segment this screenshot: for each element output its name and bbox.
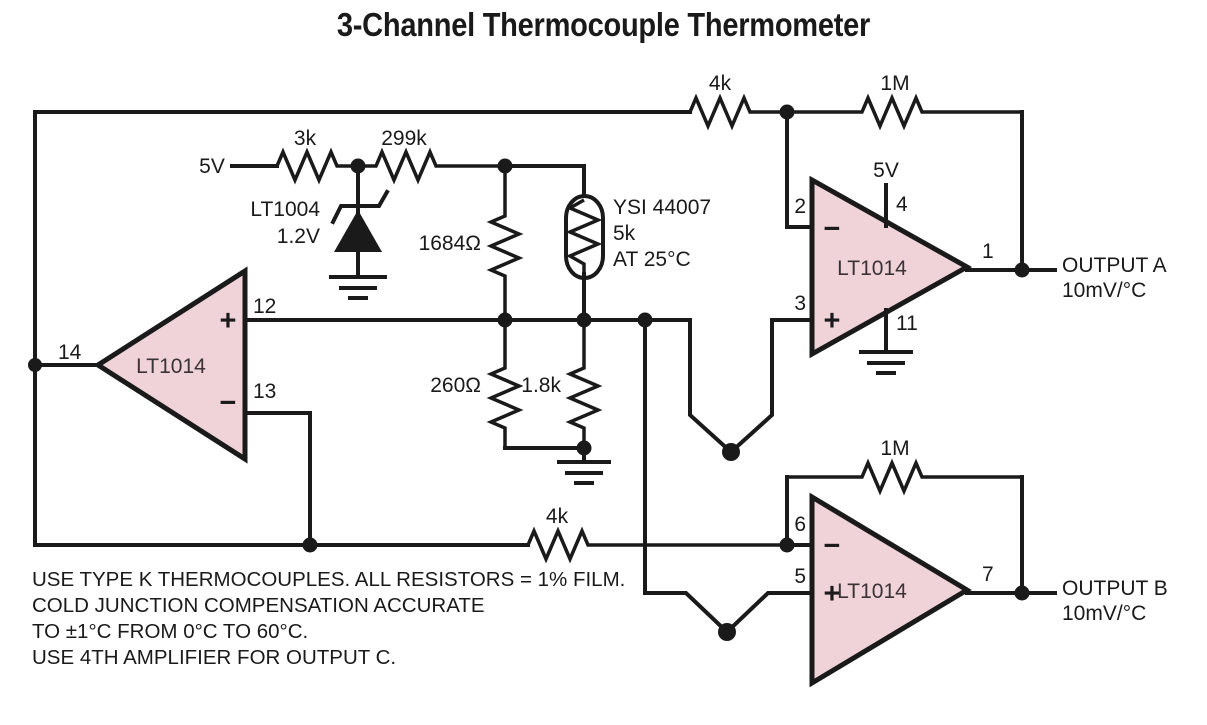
amp-cold-junction: LT1014 14 + 12 − 13 <box>58 266 276 464</box>
label-lt1004-voltage: 1.2V <box>277 225 320 248</box>
amp-channel-b: LT1014 − 6 + 5 7 OUTPUT B 10mV/°C <box>794 492 1168 688</box>
amp-channel-b-pin-7: 7 <box>982 563 994 586</box>
label-ysi-part: YSI 44007 <box>613 196 711 219</box>
node-pin14 <box>28 358 42 372</box>
label-output-a-name: OUTPUT A <box>1062 254 1167 277</box>
thermocouple-b <box>643 591 814 641</box>
amp-cold-junction-plus-sign: + <box>220 305 237 337</box>
note-line-4: USE 4TH AMPLIFIER FOR OUTPUT C. <box>32 646 396 669</box>
resistor-260-symbol <box>486 320 524 448</box>
resistor-1p8k-symbol <box>565 320 603 448</box>
resistor-4k-top-symbol <box>688 93 787 131</box>
label-r-3k: 3k <box>294 127 317 150</box>
label-ysi-value: 5k <box>613 222 636 245</box>
amp-cold-junction-pin-13: 13 <box>253 380 276 403</box>
amp-channel-b-label: LT1014 <box>837 580 907 603</box>
label-output-b-scale: 10mV/°C <box>1062 602 1146 625</box>
resistor-1m-bot-symbol <box>787 458 1022 496</box>
zener-bar <box>330 189 390 225</box>
zener-triangle <box>334 210 382 252</box>
resistor-4k-bot-symbol <box>526 526 787 564</box>
node-output-b <box>1014 585 1030 601</box>
label-r-1684: 1684Ω <box>419 232 481 255</box>
wire-pin13-to-bottom-rail <box>243 411 312 547</box>
amp-channel-b-body <box>809 492 972 688</box>
amp-channel-a-label: LT1014 <box>837 257 907 280</box>
feedback-network-a: 4k 1M <box>688 72 1024 272</box>
amp-channel-a: LT1014 − 2 + 3 5V 4 11 1 OUTPUT A 10mV/°… <box>794 159 1167 375</box>
resistor-3k-symbol <box>275 147 358 185</box>
amp-channel-b-pin-6: 6 <box>794 513 806 536</box>
label-output-a-scale: 10mV/°C <box>1062 279 1146 302</box>
resistor-1684-symbol <box>486 166 524 320</box>
label-5v-reference: 5V <box>199 155 225 178</box>
label-r-4k-bot: 4k <box>546 505 569 528</box>
amp-channel-a-body <box>809 175 973 359</box>
amp-channel-a-pin-4: 4 <box>896 193 908 216</box>
label-5v-amp-a: 5V <box>873 159 899 182</box>
wire-tc-a-leg-right <box>728 318 814 455</box>
node-tc-a-junction <box>722 443 740 461</box>
wire-tc-b-leg-right <box>724 591 814 635</box>
amp-channel-a-plus-sign: + <box>824 305 841 337</box>
reference-branch: 5V 3k 299k LT1004 1.2V <box>199 127 505 300</box>
thermistor-zigzag <box>565 198 603 274</box>
node-tc-b-junction <box>718 623 736 641</box>
amp-channel-b-pin-5: 5 <box>794 565 806 588</box>
amp-cold-junction-pin-12: 12 <box>253 295 276 318</box>
label-r-260: 260Ω <box>430 374 481 397</box>
label-ysi-condition: AT 25°C <box>613 248 691 271</box>
label-r-1m-top: 1M <box>880 72 909 95</box>
label-r-4k-top: 4k <box>709 72 732 95</box>
figure-title: 3-Channel Thermocouple Thermometer <box>336 6 871 43</box>
amp-cold-junction-pin-14: 14 <box>58 341 82 364</box>
wire-tc-a-leg-left <box>688 318 734 455</box>
label-output-b-name: OUTPUT B <box>1062 577 1168 600</box>
divider-network: 1684Ω 260Ω YSI 44007 5k AT 25°C 1.8k <box>419 158 711 485</box>
resistor-1m-top-symbol <box>787 93 1022 131</box>
amp-channel-a-minus-sign: − <box>824 213 841 245</box>
node-pin13-bottom-rail <box>302 537 318 553</box>
note-line-3: TO ±1°C FROM 0°C TO 60°C. <box>32 620 308 643</box>
amp-channel-a-pin-3: 3 <box>794 292 806 315</box>
label-lt1004-part: LT1004 <box>250 198 320 221</box>
note-line-2: COLD JUNCTION COMPENSATION ACCURATE <box>32 594 485 617</box>
wire-node-to-pin2 <box>785 110 814 229</box>
wire-tc-b-leg-left <box>643 591 730 635</box>
resistor-299k-symbol <box>358 147 505 185</box>
thermocouple-a <box>582 312 814 595</box>
note-line-1: USE TYPE K THERMOCOUPLES. ALL RESISTORS … <box>32 568 625 591</box>
left-rail-wires <box>28 110 692 547</box>
amp-channel-b-minus-sign: − <box>824 530 841 562</box>
label-r-1p8k: 1.8k <box>521 374 561 397</box>
node-output-a <box>1014 262 1030 278</box>
amp-cold-junction-label: LT1014 <box>136 355 206 378</box>
label-r-1m-bot: 1M <box>880 437 909 460</box>
channel-b-input-network: 4k 1M <box>526 437 1024 595</box>
label-r-299k: 299k <box>381 127 427 150</box>
amp-channel-b-plus-sign: + <box>824 578 841 610</box>
notes-block: USE TYPE K THERMOCOUPLES. ALL RESISTORS … <box>32 568 625 669</box>
amp-cold-junction-body <box>93 266 248 464</box>
amp-channel-a-pin-2: 2 <box>794 195 806 218</box>
amp-channel-a-pin-11: 11 <box>896 312 918 335</box>
amp-cold-junction-minus-sign: − <box>220 387 237 419</box>
amp-channel-a-pin-1: 1 <box>982 240 994 263</box>
